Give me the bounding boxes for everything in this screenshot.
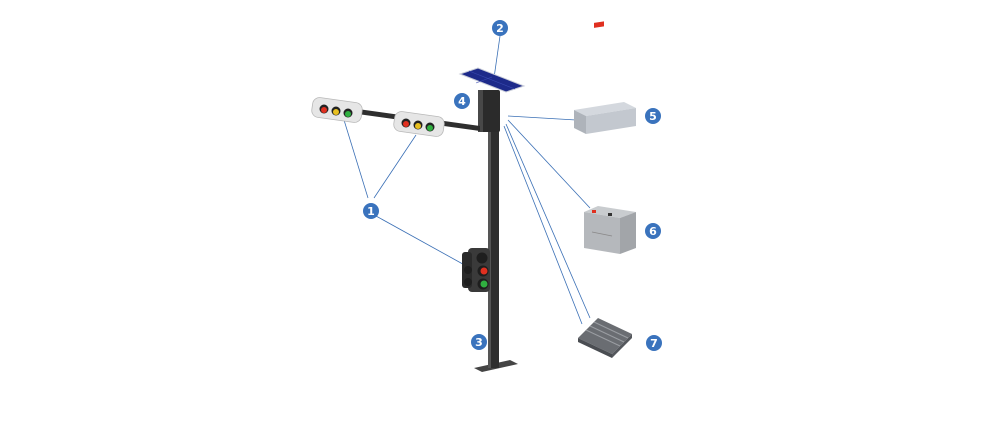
display-digits xyxy=(594,21,604,28)
callout-label-5: 5 xyxy=(649,110,657,123)
callout-badge-3: 3 xyxy=(471,334,487,350)
signal-pole xyxy=(474,90,518,372)
yellow-lamp xyxy=(333,109,339,115)
callout-label-4: 4 xyxy=(458,95,466,108)
pole-mounted-signal xyxy=(462,248,490,292)
battery-terminal-red xyxy=(592,210,596,213)
callout-label-1: 1 xyxy=(367,205,375,218)
callout-label-2: 2 xyxy=(496,22,504,35)
leader-5 xyxy=(507,115,577,121)
callout-badge-4: 4 xyxy=(454,93,470,109)
solar-panel xyxy=(458,67,526,93)
callout-badge-6: 6 xyxy=(645,223,661,239)
overhead-signal-left xyxy=(311,97,363,123)
callout-label-7: 7 xyxy=(650,337,658,350)
callout-badge-2: 2 xyxy=(492,20,508,36)
controller-box xyxy=(478,90,500,132)
yellow-lamp xyxy=(415,123,421,129)
callout-label-6: 6 xyxy=(649,225,657,238)
callout-label-3: 3 xyxy=(475,336,483,349)
red-lamp xyxy=(321,107,327,113)
callout-badge-7: 7 xyxy=(646,335,662,351)
leader-1-left-signal xyxy=(343,119,369,199)
callout-badge-1: 1 xyxy=(363,203,379,219)
green-lamp xyxy=(480,280,488,288)
leader-lines xyxy=(343,35,591,325)
red-lamp xyxy=(480,267,488,275)
battery xyxy=(584,206,636,254)
callout-badge-5: 5 xyxy=(645,108,661,124)
leader-2 xyxy=(493,35,501,79)
green-lamp xyxy=(427,125,433,131)
red-lamp xyxy=(403,121,409,127)
leader-7b xyxy=(503,125,583,325)
detector-plate xyxy=(578,318,632,358)
leader-6 xyxy=(507,119,591,209)
control-unit xyxy=(574,21,636,134)
leader-1-pole-signal xyxy=(375,215,471,269)
battery-terminal-black xyxy=(608,213,612,216)
overhead-signal-right xyxy=(393,111,445,137)
leader-7a xyxy=(505,123,591,319)
leader-1-right-signal xyxy=(373,134,417,199)
pole-shaft xyxy=(488,120,499,368)
green-lamp xyxy=(345,111,351,117)
